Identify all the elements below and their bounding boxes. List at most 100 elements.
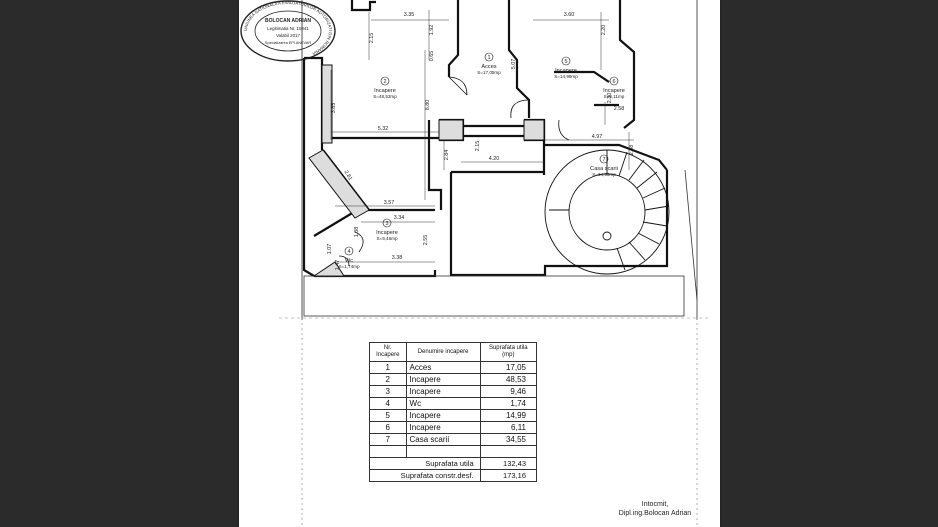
header-nr: Nr. Incapere bbox=[369, 342, 407, 362]
room-number-circle bbox=[609, 76, 619, 86]
room-number: 3 bbox=[385, 221, 388, 227]
room-name: Acces bbox=[481, 64, 496, 70]
table-header-row: Nr. Incapere Denumire incapere Suprafata… bbox=[369, 342, 538, 362]
total-useful-row: Suprafata utila 132,43 bbox=[369, 457, 538, 470]
dimension-label: 2.20 bbox=[601, 25, 607, 36]
table-row-blank bbox=[369, 445, 538, 458]
stamp-valid: Valabil 2017 bbox=[276, 33, 300, 38]
header-area: Suprafata utila (mp) bbox=[479, 342, 538, 362]
author-credit: Intocmit, Dipl.ing.Bolocan Adrian bbox=[595, 500, 715, 518]
stamp-name: BOLOCAN ADRIAN bbox=[265, 18, 311, 24]
room-name: Incapere bbox=[555, 68, 577, 74]
dimension-label: 2.55 bbox=[423, 235, 429, 246]
floor-plan: 3.351.922.150.655.073.602.203.858.805.32… bbox=[279, 0, 709, 527]
dimension-label: 5.32 bbox=[378, 126, 389, 132]
evaluator-stamp: UNIUNEA NATIONALA A EVALUATORILOR AUTORI… bbox=[240, 0, 336, 62]
total-useful-value: 132,43 bbox=[479, 457, 538, 470]
dimension-label: 3.34 bbox=[394, 215, 405, 221]
row-nr: 7 bbox=[369, 433, 407, 446]
stamp-specialization: Specializarea EPI ANEVAR bbox=[265, 41, 311, 45]
row-area: 9,46 bbox=[479, 385, 538, 398]
room-name: Incapere bbox=[603, 88, 625, 94]
row-nr: 2 bbox=[369, 373, 407, 386]
total-built-value: 173,16 bbox=[479, 469, 538, 482]
dimension-label: 3.85 bbox=[331, 103, 337, 114]
room-name: Wc bbox=[345, 258, 353, 264]
room-area: S=1,74mp bbox=[338, 264, 360, 269]
dimension-label: 3.57 bbox=[384, 200, 395, 206]
dimension-label: 3.38 bbox=[392, 255, 403, 261]
row-name: Incapere bbox=[405, 421, 481, 434]
room-number: 5 bbox=[564, 59, 567, 65]
room-number-circle bbox=[484, 52, 494, 62]
dimension-label: 3.60 bbox=[564, 12, 575, 18]
row-name: Incapere bbox=[405, 385, 481, 398]
room-number: 6 bbox=[612, 79, 615, 85]
dimension-label: 2.30 bbox=[607, 93, 613, 104]
room-number-circle bbox=[561, 56, 571, 66]
row-area: 14,99 bbox=[479, 409, 538, 422]
dimension-label: 0.65 bbox=[429, 51, 435, 62]
dimension-label: 1.38 bbox=[354, 227, 360, 238]
dimension-label: 4.20 bbox=[489, 156, 500, 162]
room-name: Casa scarii bbox=[590, 166, 618, 172]
room-number-circle bbox=[382, 218, 392, 228]
room-area: S=9,46mp bbox=[376, 236, 398, 241]
row-name: Casa scarii bbox=[405, 433, 481, 446]
dimension-label: 2.38 bbox=[629, 145, 635, 156]
room-number-circle bbox=[344, 246, 354, 256]
room-area-table: Nr. Incapere Denumire incapere Suprafata… bbox=[369, 342, 538, 482]
row-area: 48,53 bbox=[479, 373, 538, 386]
room-area: S=14,99mp bbox=[554, 74, 578, 79]
dimension-label: 2.84 bbox=[444, 150, 450, 161]
room-number: 2 bbox=[383, 79, 386, 85]
row-area: 1,74 bbox=[479, 397, 538, 410]
dimension-label: 2.58 bbox=[614, 106, 625, 112]
credit-line-1: Intocmit, bbox=[641, 501, 669, 508]
total-built-label: Suprafata constr.desf. bbox=[369, 469, 481, 482]
room-area: S=34,55mp bbox=[592, 172, 616, 177]
room-number: 1 bbox=[487, 55, 490, 61]
row-nr: 4 bbox=[369, 397, 407, 410]
dimension-label: 5.07 bbox=[511, 59, 517, 70]
row-nr: 6 bbox=[369, 421, 407, 434]
dimension-label: 2.81 bbox=[343, 169, 353, 181]
row-name: Incapere bbox=[405, 373, 481, 386]
row-nr: 3 bbox=[369, 385, 407, 398]
row-area: 6,11 bbox=[479, 421, 538, 434]
row-name: Acces bbox=[405, 361, 481, 374]
dimension-label: 2.15 bbox=[369, 33, 375, 44]
row-nr: 1 bbox=[369, 361, 407, 374]
dimension-label: 2.15 bbox=[475, 141, 481, 152]
row-name: Incapere bbox=[405, 409, 481, 422]
dimension-label: 1.07 bbox=[327, 244, 333, 255]
dimension-label: 4.97 bbox=[592, 134, 603, 140]
total-useful-label: Suprafata utila bbox=[369, 457, 481, 470]
room-area: S=6,11mp bbox=[604, 94, 625, 99]
room-number-circle bbox=[380, 76, 390, 86]
dimension-label: 3.35 bbox=[404, 12, 415, 18]
credit-line-2: Dipl.ing.Bolocan Adrian bbox=[618, 510, 692, 517]
row-area: 34,55 bbox=[479, 433, 538, 446]
dimension-label: 8.80 bbox=[425, 100, 431, 111]
room-number: 7 bbox=[602, 157, 605, 163]
row-name: Wc bbox=[405, 397, 481, 410]
dimension-label: 1.47 bbox=[335, 260, 341, 271]
room-area: S=48,53mp bbox=[373, 94, 397, 99]
stamp-legitimation: Legitimatia Nr. 10841 bbox=[267, 26, 309, 31]
room-number: 4 bbox=[347, 249, 350, 255]
room-area: S=17,05mp bbox=[477, 70, 501, 75]
room-number-circle bbox=[599, 154, 609, 164]
room-name: Incapere bbox=[376, 230, 398, 236]
header-name: Denumire incapere bbox=[405, 342, 481, 362]
total-built-row: Suprafata constr.desf. 173,16 bbox=[369, 469, 538, 482]
